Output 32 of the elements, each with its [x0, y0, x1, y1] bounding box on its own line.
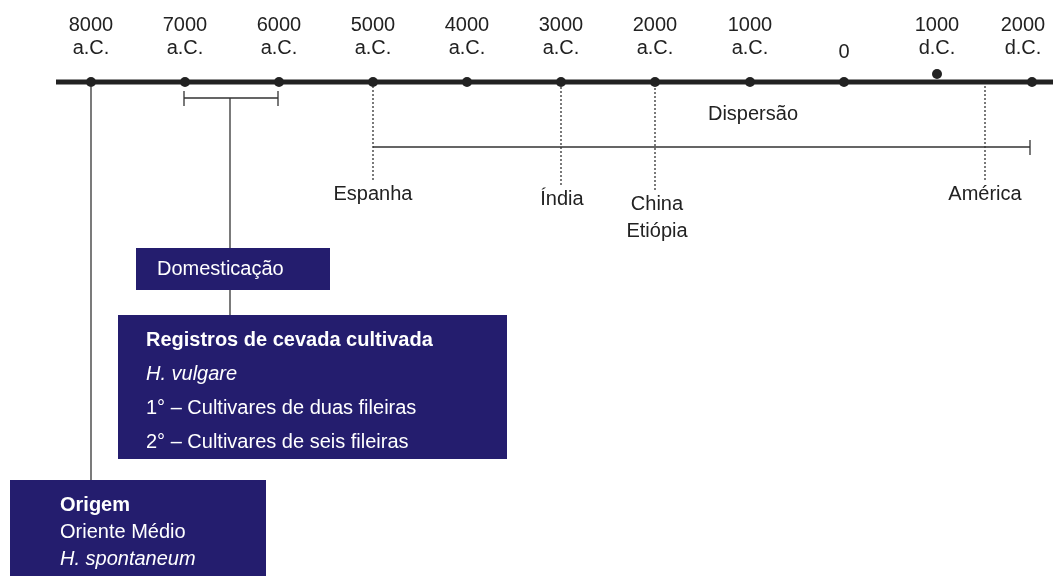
- box-heading: Domesticação: [157, 256, 285, 280]
- year-label: 2000 d.C.: [999, 13, 1047, 59]
- connector-line: [90, 85, 92, 481]
- year-label: 1000 d.C.: [913, 13, 961, 59]
- box-text: 2° – Cultivares de seis fileiras: [146, 429, 410, 454]
- connector-line: [229, 289, 231, 316]
- connector-line: [229, 97, 231, 249]
- label-box: [136, 248, 330, 290]
- year-label: 3000 a.C.: [537, 13, 585, 59]
- dotted-leader-line: [560, 84, 562, 186]
- dotted-leader-line: [984, 84, 986, 181]
- year-label: 6000 a.C.: [255, 13, 303, 59]
- info-box: [10, 480, 266, 576]
- year-label: 4000 a.C.: [443, 13, 491, 59]
- dotted-leader-line: [372, 84, 374, 181]
- year-label: 7000 a.C.: [161, 13, 209, 59]
- box-heading: Registros de cevada cultivada: [146, 327, 434, 352]
- box-text: 1° – Cultivares de duas fileiras: [146, 395, 418, 420]
- box-text: Oriente Médio: [60, 519, 187, 544]
- box-heading: Origem: [60, 492, 132, 517]
- place-label: Espanha: [313, 180, 433, 207]
- info-box: [118, 315, 507, 459]
- year-label: 8000 a.C.: [67, 13, 115, 59]
- range-label: Dispersão: [706, 102, 799, 125]
- year-label: 5000 a.C.: [349, 13, 397, 59]
- box-text: H. spontaneum: [60, 546, 197, 571]
- year-label: 0: [837, 40, 851, 63]
- year-label: 1000 a.C.: [726, 13, 774, 59]
- place-label: América: [925, 180, 1045, 207]
- dotted-leader-line: [654, 84, 656, 191]
- year-label: 2000 a.C.: [631, 13, 679, 59]
- box-text: H. vulgare: [146, 361, 239, 386]
